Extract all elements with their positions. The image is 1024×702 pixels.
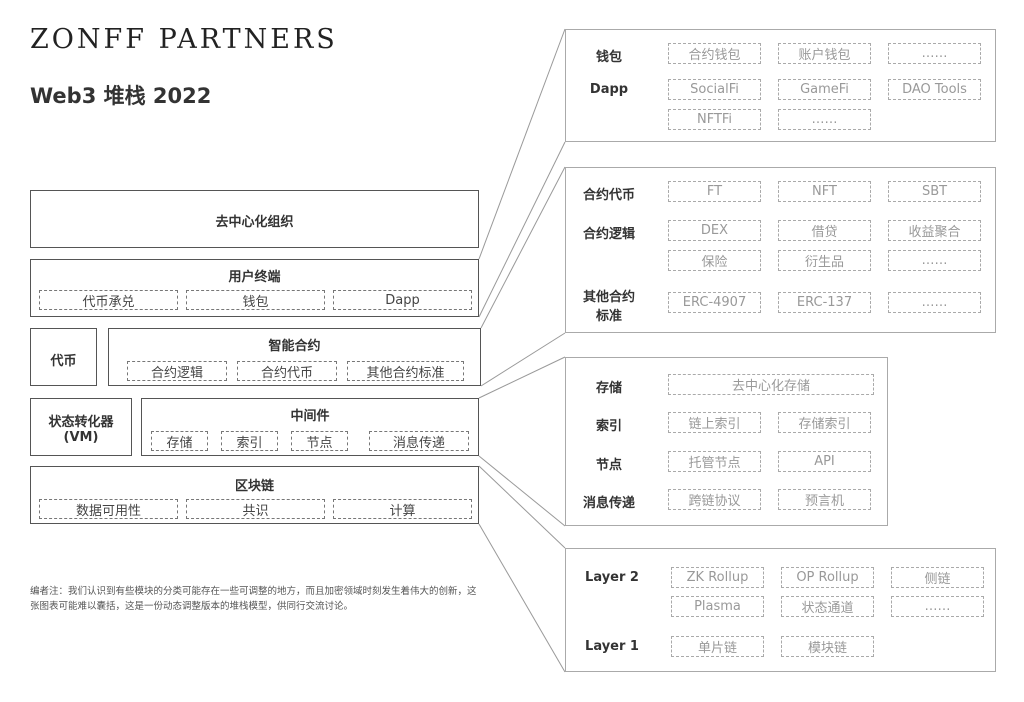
connector-line — [480, 166, 566, 329]
layers-panel: Layer 2 ZK Rollup OP Rollup 侧链 Plasma 状态… — [565, 548, 996, 672]
panel-row-label: 其他合约 — [582, 290, 635, 305]
middleware-panel: 存储 去中心化存储 索引 链上索引 存储索引 节点 托管节点 API 消息传递 … — [565, 357, 888, 526]
panel-item: OP Rollup — [781, 567, 874, 588]
middleware-item: 消息传递 — [369, 431, 469, 451]
brand-logo: ZONFF PARTNERS — [30, 24, 338, 55]
panel-item: 托管节点 — [668, 451, 761, 472]
connector-line — [480, 332, 566, 387]
panel-item: SBT — [888, 181, 981, 202]
connector-line — [478, 28, 566, 260]
panel-item: …… — [888, 250, 981, 271]
contracts-item: 合约代币 — [237, 361, 337, 381]
panel-item: 借贷 — [778, 220, 871, 241]
panel-item: 侧链 — [891, 567, 984, 588]
blockchain-item: 数据可用性 — [39, 499, 178, 519]
terminal-title: 用户终端 — [228, 270, 281, 285]
panel-item: GameFi — [778, 79, 871, 100]
panel-item: DAO Tools — [888, 79, 981, 100]
blockchain-item: 计算 — [333, 499, 472, 519]
blockchain-item: 共识 — [186, 499, 325, 519]
panel-item: …… — [891, 596, 984, 617]
panel-item: 衍生品 — [778, 250, 871, 271]
blockchain-title: 区块链 — [234, 479, 274, 494]
panel-item: 链上索引 — [668, 412, 761, 433]
contracts-title: 智能合约 — [268, 339, 321, 354]
terminal-item: 钱包 — [186, 290, 325, 310]
token-layer: 代币 — [30, 328, 97, 386]
panel-row-label: 存储 — [595, 381, 622, 396]
panel-row-label: 标准 — [595, 309, 622, 324]
panel-item: 跨链协议 — [668, 489, 761, 510]
panel-item: …… — [778, 109, 871, 130]
panel-row-label: 合约逻辑 — [582, 227, 635, 242]
dao-layer: 去中心化组织 — [30, 190, 479, 248]
wallet-dapp-panel: 钱包 合约钱包 账户钱包 …… Dapp SocialFi GameFi DAO… — [565, 29, 996, 142]
panel-item: 合约钱包 — [668, 43, 761, 64]
terminal-layer: 用户终端 代币承兑 钱包 Dapp — [30, 259, 479, 317]
panel-item: 存储索引 — [778, 412, 871, 433]
panel-item: 单片链 — [671, 636, 764, 657]
panel-item: FT — [668, 181, 761, 202]
panel-item: 状态通道 — [781, 596, 874, 617]
panel-item: 模块链 — [781, 636, 874, 657]
panel-row-label: Dapp — [589, 82, 629, 97]
page-title: Web3 堆栈 2022 — [30, 84, 212, 108]
panel-row-label: Layer 2 — [585, 570, 639, 585]
panel-item: NFT — [778, 181, 871, 202]
panel-item: 收益聚合 — [888, 220, 981, 241]
terminal-item: Dapp — [333, 290, 472, 310]
token-title: 代币 — [50, 354, 77, 369]
panel-row-label: 节点 — [595, 458, 622, 473]
middleware-item: 节点 — [291, 431, 348, 451]
panel-row-label: 索引 — [595, 419, 622, 434]
panel-item: 去中心化存储 — [668, 374, 874, 395]
editor-note: 编者注：我们认识到有些模块的分类可能存在一些可调整的地方，而且加密领域时刻发生着… — [30, 586, 477, 612]
panel-item: …… — [888, 292, 981, 313]
contracts-item: 合约逻辑 — [127, 361, 227, 381]
middleware-item: 索引 — [221, 431, 278, 451]
panel-row-label: Layer 1 — [585, 639, 639, 654]
panel-item: Plasma — [671, 596, 764, 617]
panel-item: 账户钱包 — [778, 43, 871, 64]
panel-item: SocialFi — [668, 79, 761, 100]
panel-item: ERC-137 — [778, 292, 871, 313]
vm-layer: 状态转化器 (VM) — [30, 398, 132, 456]
dao-title: 去中心化组织 — [215, 215, 294, 230]
connector-line — [478, 356, 566, 399]
terminal-item: 代币承兑 — [39, 290, 178, 310]
contracts-layer: 智能合约 合约逻辑 合约代币 其他合约标准 — [108, 328, 481, 386]
panel-item: API — [778, 451, 871, 472]
connector-line — [478, 523, 566, 673]
panel-item: ZK Rollup — [671, 567, 764, 588]
middleware-layer: 中间件 存储 索引 节点 消息传递 — [141, 398, 479, 456]
panel-item: 保险 — [668, 250, 761, 271]
contracts-item: 其他合约标准 — [347, 361, 464, 381]
panel-item: …… — [888, 43, 981, 64]
connector-line — [478, 141, 566, 318]
connector-line — [478, 465, 566, 549]
panel-row-label: 消息传递 — [582, 496, 635, 511]
middleware-title: 中间件 — [290, 409, 330, 424]
panel-item: NFTFi — [668, 109, 761, 130]
panel-row-label: 钱包 — [595, 50, 622, 65]
contract-panel: 合约代币 FT NFT SBT 合约逻辑 DEX 借贷 收益聚合 保险 衍生品 … — [565, 167, 996, 333]
panel-item: ERC-4907 — [668, 292, 761, 313]
panel-item: DEX — [668, 220, 761, 241]
connector-line — [478, 455, 566, 527]
blockchain-layer: 区块链 数据可用性 共识 计算 — [30, 466, 479, 524]
panel-row-label: 合约代币 — [582, 188, 635, 203]
vm-title-line1: 状态转化器 — [48, 415, 114, 430]
middleware-item: 存储 — [151, 431, 208, 451]
vm-title-line2: (VM) — [63, 430, 99, 445]
panel-item: 预言机 — [778, 489, 871, 510]
